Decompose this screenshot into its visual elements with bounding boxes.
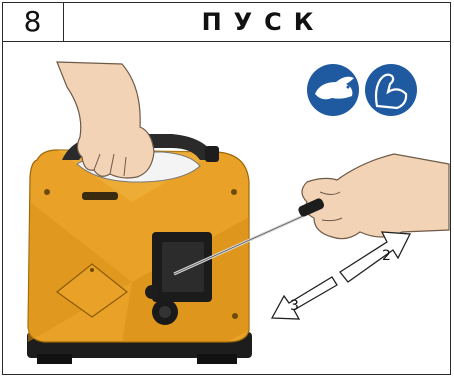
starting-illustration: 2 3 [2, 42, 451, 375]
step-title: ПУСК [64, 2, 451, 42]
hand-pulling-cord [302, 154, 449, 239]
fuel-cap [205, 146, 219, 162]
generator-foot [37, 354, 72, 364]
return-arrow-label: 3 [290, 298, 299, 314]
return-arrow [272, 277, 337, 319]
pull-arrow-label: 2 [382, 248, 391, 264]
pull-arrow [340, 232, 410, 282]
generator-foot [197, 354, 237, 364]
choke-knob [145, 285, 159, 299]
step-number: 8 [2, 2, 64, 42]
